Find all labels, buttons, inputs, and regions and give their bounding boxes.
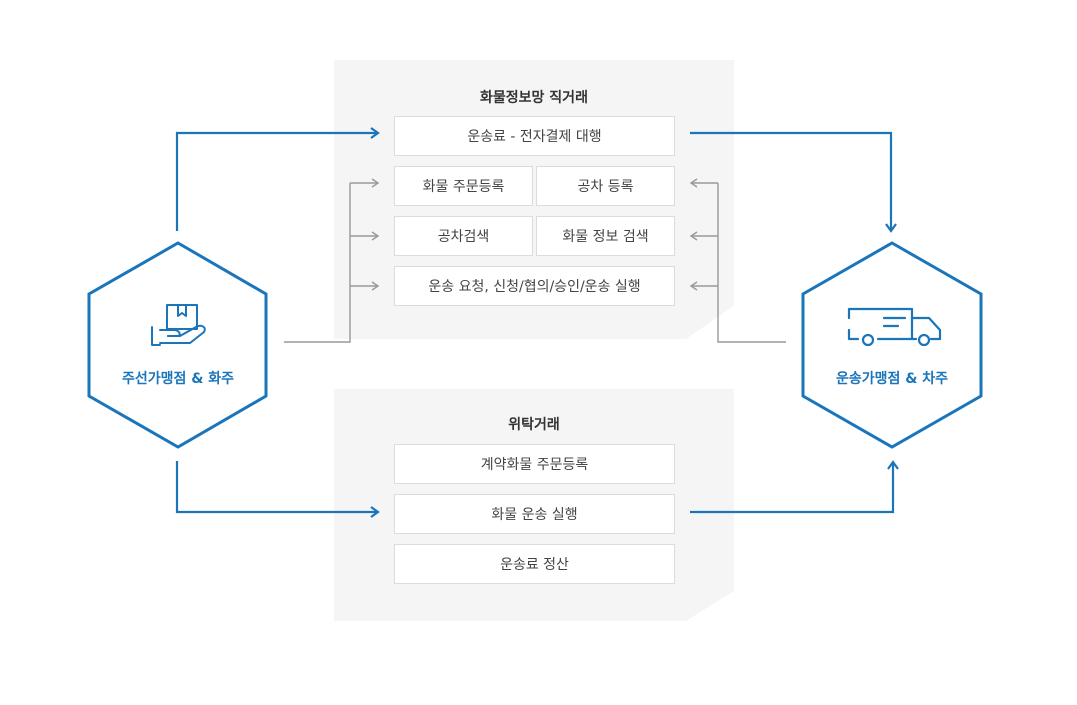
- cargo-info-search-box: 화물 정보 검색: [536, 216, 675, 256]
- arrow-shipper-to-fee: [175, 127, 380, 231]
- fee-settlement-box: 운송료 정산: [394, 544, 675, 584]
- consignment-trade-title: 위탁거래: [508, 417, 560, 433]
- right-hexagon: [801, 241, 983, 449]
- arrow-fee-to-carrier: [690, 131, 897, 233]
- left-node-label: 주선가맹점 & 화주: [121, 371, 235, 387]
- cargo-register-box: 화물 주문등록: [394, 166, 533, 206]
- transport-process-box: 운송 요청, 신청/협의/승인/운송 실행: [394, 266, 675, 306]
- gray-bracket-right: [717, 183, 786, 343]
- arrow-exec-to-carrier: [690, 460, 899, 514]
- empty-truck-search-box: 공차검색: [394, 216, 533, 256]
- cargo-transport-exec-box: 화물 운송 실행: [394, 494, 675, 534]
- gray-bracket-left: [284, 183, 351, 343]
- empty-truck-register-box: 공차 등록: [536, 166, 675, 206]
- right-node-label: 운송가맹점 & 차주: [835, 371, 949, 387]
- fee-payment-box: 운송료 - 전자결제 대행: [394, 116, 675, 156]
- left-hexagon: [87, 241, 268, 449]
- truck-icon: [847, 307, 942, 347]
- contract-cargo-register-box: 계약화물 주문등록: [394, 444, 675, 484]
- direct-trade-title: 화물정보망 직거래: [480, 90, 588, 106]
- arrow-shipper-to-exec: [175, 461, 380, 518]
- hand-box-icon: [151, 304, 206, 346]
